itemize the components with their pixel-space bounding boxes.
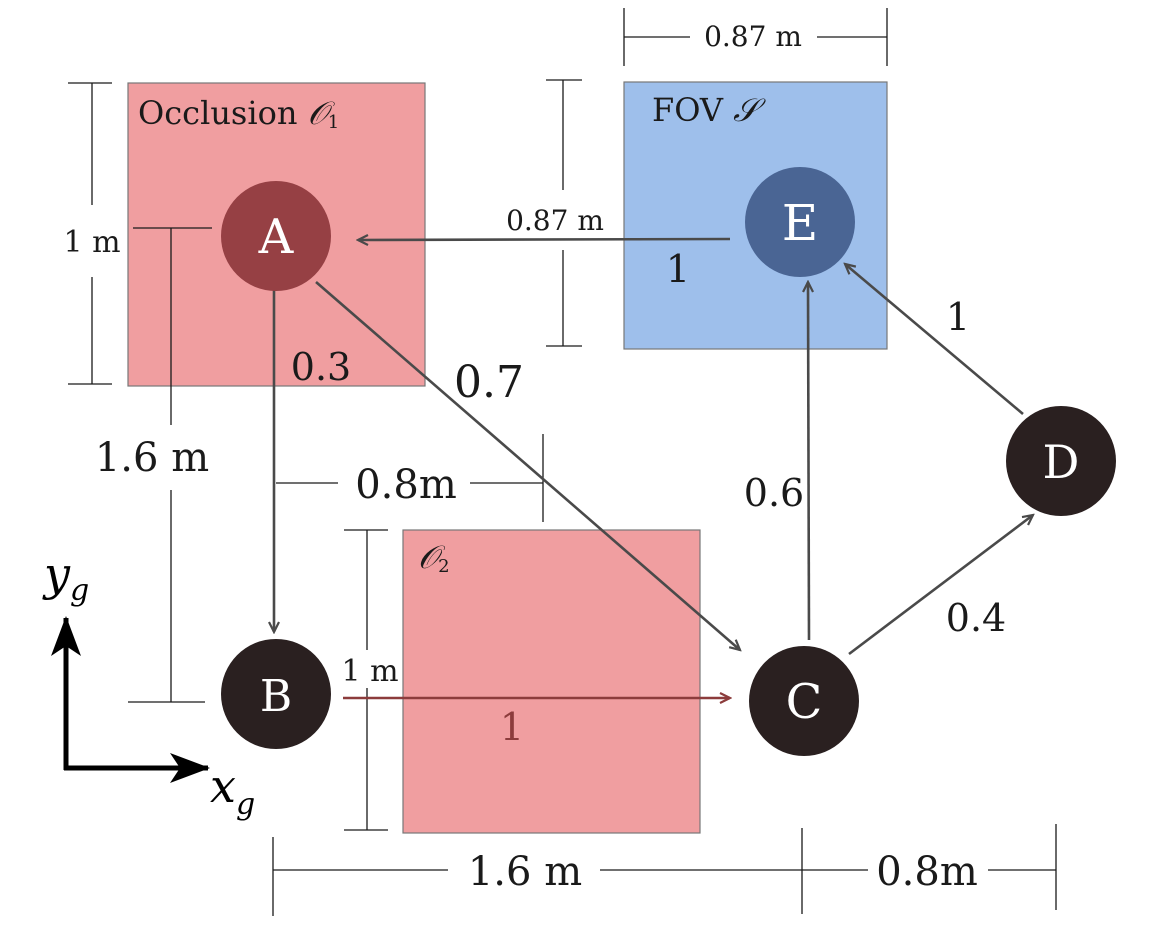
node-a-label: A	[258, 209, 295, 265]
node-a: A	[221, 181, 331, 291]
a-to-o2-horizontal-dimension: 0.8m	[276, 434, 544, 522]
fov-label: FOV 𝒮	[652, 91, 766, 129]
node-d: D	[1006, 406, 1116, 516]
occlusion-1-height-dimension: 1 m	[63, 82, 121, 385]
global-axes: yg xg	[42, 547, 255, 822]
edge-c-to-e-weight: 0.6	[744, 471, 804, 515]
node-d-label: D	[1043, 435, 1080, 489]
occlusion-1-label: Occlusion 𝒪1	[138, 94, 339, 133]
bottom-b-to-c-label: 1.6 m	[468, 849, 582, 895]
bottom-dimension: 1.6 m 0.8m	[272, 824, 1057, 916]
edge-c-to-e	[808, 282, 809, 641]
node-b: B	[221, 639, 331, 749]
node-c: C	[749, 646, 859, 756]
edge-d-to-e-weight: 1	[946, 295, 970, 339]
occlusion-2-height-dimension: 1 m	[341, 529, 399, 831]
edge-e-to-a	[358, 239, 731, 240]
occlusion-2-region	[402, 529, 701, 834]
a-to-b-vertical-label: 1.6 m	[95, 435, 209, 481]
fov-height-dimension: 0.87 m	[506, 79, 604, 347]
fov-height-label: 0.87 m	[506, 204, 604, 237]
occlusion-2-height-label: 1 m	[341, 654, 398, 689]
a-to-o2-horizontal-label: 0.8m	[355, 462, 457, 508]
node-e-label: E	[782, 194, 819, 252]
edge-a-to-c-weight: 0.7	[454, 357, 524, 408]
edge-e-to-a-weight: 1	[666, 247, 690, 291]
edge-a-to-c	[315, 281, 740, 650]
occlusion-1-height-label: 1 m	[63, 225, 120, 260]
edge-c-to-d	[848, 515, 1033, 656]
fov-width-dimension: 0.87 m	[623, 8, 888, 66]
edge-c-to-d-weight: 0.4	[946, 596, 1006, 640]
edge-d-to-e	[845, 264, 1024, 415]
x-axis-label: xg	[210, 759, 255, 822]
y-axis-label: yg	[42, 547, 89, 608]
a-to-b-vertical-dimension: 1.6 m	[95, 227, 212, 703]
node-e: E	[745, 167, 855, 277]
fov-width-label: 0.87 m	[704, 20, 802, 53]
edge-a-to-b-weight: 0.3	[291, 345, 351, 389]
node-c-label: C	[786, 674, 823, 730]
node-b-label: B	[260, 671, 292, 722]
edge-b-to-c-weight: 1	[500, 705, 524, 749]
bottom-c-to-d-label: 0.8m	[876, 849, 978, 895]
